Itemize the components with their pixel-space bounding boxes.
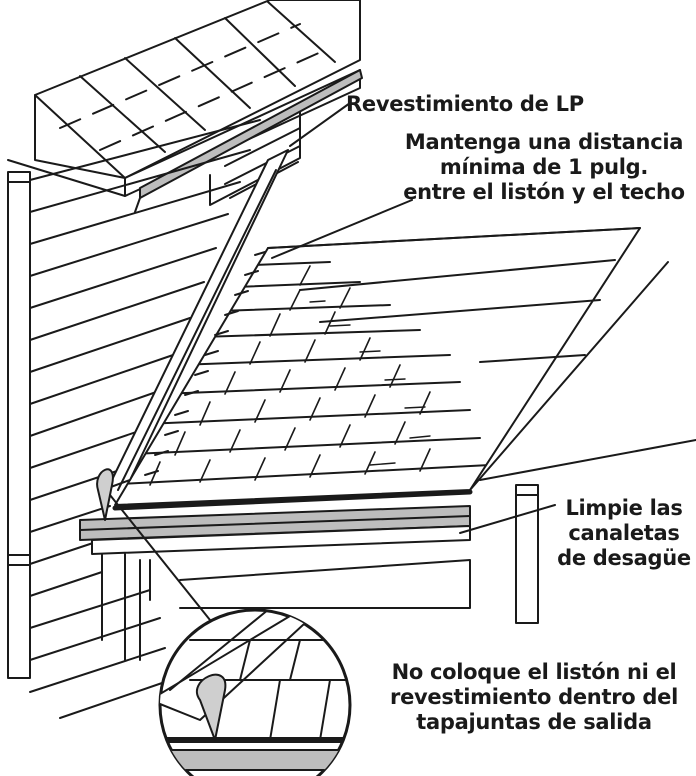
lower-structure	[101, 484, 539, 661]
gutters-callout: Limpie las canaletas de desagüe	[556, 496, 692, 571]
gutter	[79, 468, 471, 555]
siding-callout: Revestimiento de LP	[346, 92, 584, 117]
lower-roof	[114, 227, 696, 506]
gutters-callout-line: de desagüe	[557, 546, 691, 570]
leader-lines	[109, 102, 556, 621]
clearance-callout-line: entre el listón y el techo	[403, 180, 685, 204]
clearance-callout-line: mínima de 1 pulg.	[439, 155, 649, 179]
gutters-callout-line: canaletas	[568, 521, 680, 545]
upper-roof	[34, 0, 363, 213]
corner-trim	[7, 171, 31, 679]
step-flashing	[107, 149, 289, 491]
clearance-callout: Mantenga una distancia mínima de 1 pulg.…	[396, 130, 692, 205]
gutters-callout-line: Limpie las	[565, 496, 683, 520]
kickout-callout-line: revestimiento dentro del	[390, 685, 678, 709]
kickout-callout-line: tapajuntas de salida	[416, 710, 652, 734]
kickout-callout: No coloque el listón ni el revestimiento…	[384, 660, 684, 735]
shingle-grid	[115, 261, 491, 486]
clearance-callout-line: Mantenga una distancia	[404, 130, 684, 154]
zoom-detail-circle	[158, 608, 352, 776]
kickout-callout-line: No coloque el listón ni el	[391, 660, 677, 684]
siding-callout-line: Revestimiento de LP	[346, 92, 584, 116]
